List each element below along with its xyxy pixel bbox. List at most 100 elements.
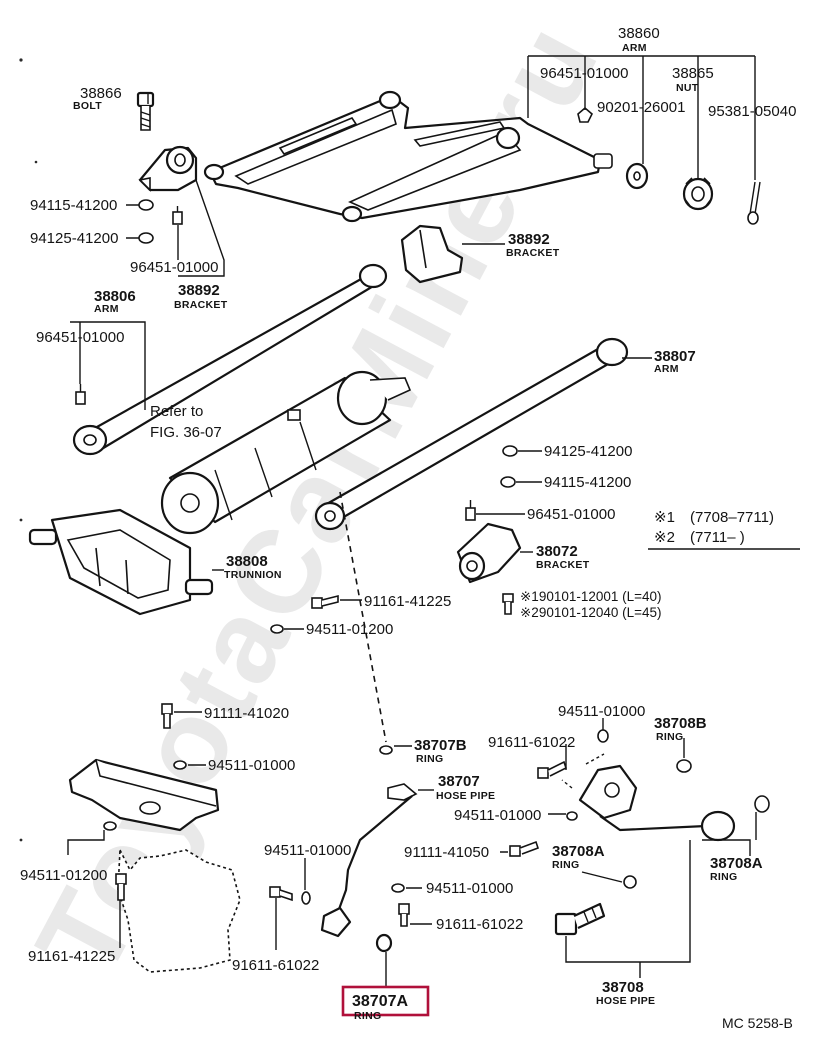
bolt-91161-b-drawing (115, 873, 127, 901)
part-95381-05040[interactable]: 95381-05040 (708, 103, 796, 120)
ring-38708a-b-drawing (754, 795, 770, 813)
part-number: 94511-01000 (264, 842, 351, 859)
part-94115-41200[interactable]: 94115-41200 (30, 197, 117, 214)
part-38708b[interactable]: 38708B RING (654, 715, 707, 743)
part-number: 95381-05040 (708, 103, 796, 120)
part-94125-41200[interactable]: 94125-41200 (30, 230, 118, 247)
washer-94511-b-drawing (173, 760, 187, 770)
hose-pipe-38708-drawing (561, 753, 736, 842)
scan-speck (19, 58, 23, 62)
shock-absorber-drawing (160, 370, 412, 535)
part-number: 91611-61022 (232, 957, 319, 974)
footnote-mark-1: ※1 (654, 509, 675, 526)
part-91161-41225-b[interactable]: 91161-41225 (28, 948, 115, 965)
part-number: 38708 (602, 979, 644, 996)
part-38806[interactable]: 38806 ARM (94, 288, 136, 315)
washer-94125-drawing (138, 232, 154, 244)
bolt-91161-a-drawing (311, 594, 339, 609)
part-name: ARM (622, 42, 647, 54)
part-number: 94511-01000 (426, 880, 513, 897)
part-38808[interactable]: 38808 TRUNNION (224, 553, 282, 581)
part-91611-61022-a[interactable]: 91611-61022 (232, 957, 319, 974)
washer-94511-f-drawing (597, 729, 609, 743)
part-90101-12040[interactable]: ※290101-12040 (L=45) (520, 605, 662, 620)
part-96451-01000-a[interactable]: 96451-01000 (130, 259, 218, 276)
part-number: 91111-41050 (404, 844, 489, 861)
part-38866[interactable]: 38866 BOLT (73, 85, 122, 112)
part-94511-01000-f[interactable]: 94511-01000 (558, 703, 645, 720)
part-94511-01200-a[interactable]: 94511-01200 (306, 621, 393, 638)
ring-38707a-drawing (375, 933, 393, 953)
figure-ref-line1: Refer to (150, 403, 203, 420)
part-91161-41225-a[interactable]: 91161-41225 (364, 593, 451, 610)
catalog-code: MC 5258-B (722, 1015, 793, 1031)
washer-94511-e-drawing (391, 883, 405, 893)
part-number: 96451-01000 (540, 65, 628, 82)
part-number: 96451-01000 (36, 329, 124, 346)
part-38708[interactable]: 38708 HOSE PIPE (596, 979, 655, 1007)
part-90201-26001[interactable]: 90201-26001 (597, 99, 685, 116)
part-94511-01000-g[interactable]: 94511-01000 (454, 807, 541, 824)
trunnion-drawing (28, 508, 214, 616)
scan-speck (34, 160, 38, 164)
part-number: 90201-26001 (597, 99, 685, 116)
part-number: 38708B (654, 715, 707, 732)
part-38865[interactable]: 38865 NUT (672, 65, 714, 94)
part-name: RING (710, 871, 737, 883)
part-number: 94115-41200 (30, 197, 117, 214)
part-name: BRACKET (536, 559, 590, 571)
hose-route-line (339, 491, 387, 743)
part-96451-01000-c[interactable]: 96451-01000 (527, 506, 615, 523)
arm-38807-drawing (314, 337, 629, 531)
part-38892-left[interactable]: 38892 BRACKET (174, 282, 228, 311)
ring-38707b-drawing (379, 745, 393, 755)
part-name: TRUNNION (224, 569, 282, 581)
part-name: BRACKET (506, 247, 560, 259)
part-38707a-selected[interactable]: 38707A RING (341, 985, 430, 1022)
part-94115-41200-b[interactable]: 94115-41200 (544, 474, 631, 491)
part-38708a-right[interactable]: 38708A RING (710, 855, 763, 883)
part-91111-41020[interactable]: 91111-41020 (204, 705, 289, 722)
washer-94125-b-drawing (502, 445, 518, 457)
part-94511-01000-d[interactable]: 94511-01000 (264, 842, 351, 859)
part-96451-01000-b[interactable]: 96451-01000 (36, 329, 124, 346)
part-38860[interactable]: 38860 ARM (618, 25, 660, 54)
part-number: 94511-01000 (558, 703, 645, 720)
figure-ref-line2: FIG. 36-07 (150, 424, 222, 441)
part-96451-01000[interactable]: 96451-01000 (540, 65, 628, 82)
bolt-96451-b-drawing (75, 384, 86, 405)
part-38072[interactable]: 38072 BRACKET (536, 543, 590, 571)
part-name: BRACKET (174, 299, 228, 311)
part-number: 38707 (438, 773, 480, 790)
ring-38708a-a-drawing (623, 875, 637, 889)
bolt-drawing (136, 91, 155, 131)
part-number: 91161-41225 (364, 593, 451, 610)
part-38707b[interactable]: 38707B RING (414, 737, 467, 765)
part-number: 94511-01000 (208, 757, 295, 774)
nut-94115-drawing (138, 199, 154, 211)
part-name: ARM (94, 303, 119, 315)
part-94125-41200-b[interactable]: 94125-41200 (544, 443, 632, 460)
part-94511-01200-c[interactable]: 94511-01200 (20, 867, 107, 884)
part-38707[interactable]: 38707 HOSE PIPE (436, 773, 495, 802)
part-name: RING (552, 859, 579, 871)
washer-94511-d-drawing (301, 891, 311, 905)
part-38892-right[interactable]: 38892 BRACKET (506, 231, 560, 259)
model-range-footnote: ※1 (7708–7711) ※2 (7711– ) (648, 509, 800, 550)
part-number: 94125-41200 (30, 230, 118, 247)
figure-reference[interactable]: Refer to FIG. 36-07 (150, 403, 222, 441)
part-91611-61022-c[interactable]: 91611-61022 (488, 734, 575, 751)
zerk-fitting-drawing (577, 104, 593, 123)
part-38807[interactable]: 38807 ARM (654, 348, 696, 375)
part-94511-01000-b[interactable]: 94511-01000 (208, 757, 295, 774)
part-91111-41050[interactable]: 91111-41050 (404, 844, 489, 861)
part-38708a-left[interactable]: 38708A RING (552, 843, 605, 871)
part-94511-01000-e[interactable]: 94511-01000 (426, 880, 513, 897)
part-91611-61022-b[interactable]: 91611-61022 (436, 916, 523, 933)
part-number: 91111-41020 (204, 705, 289, 722)
washer-94511-g-drawing (566, 811, 578, 821)
part-90101-12001[interactable]: ※190101-12001 (L=40) (520, 589, 662, 604)
washer-hole (633, 171, 641, 181)
nut-94115-b-drawing (500, 476, 516, 488)
